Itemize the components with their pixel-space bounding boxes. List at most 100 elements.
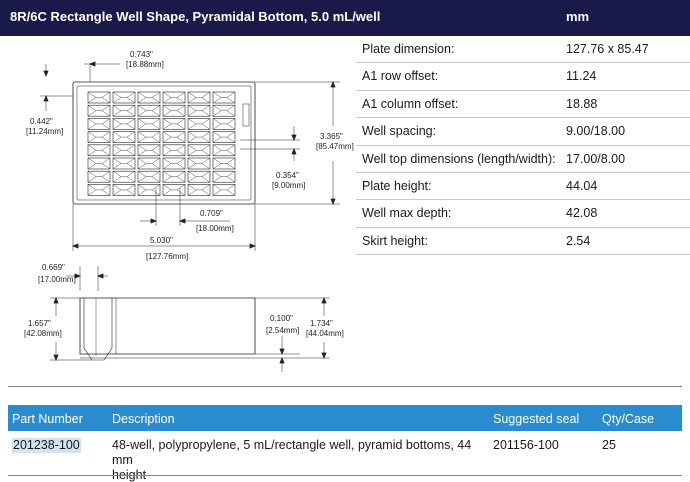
- well: [87, 170, 111, 183]
- well: [137, 184, 161, 196]
- well: [187, 184, 211, 196]
- description-line1: 48-well, polypropylene, 5 mL/rectangle w…: [112, 438, 472, 467]
- well: [212, 91, 236, 104]
- well: [112, 157, 136, 170]
- well-length-mm: [17.00mm]: [38, 275, 76, 284]
- well: [162, 104, 186, 117]
- well: [212, 144, 236, 157]
- well: [162, 170, 186, 183]
- spec-label: A1 row offset:: [362, 69, 439, 84]
- row-spacing-mm: [9.00mm]: [272, 181, 305, 190]
- plate-outline: [72, 81, 256, 205]
- spec-label: Well max depth:: [362, 206, 452, 221]
- row-spacing-in: 0.354": [276, 171, 299, 180]
- qty-per-case: 25: [602, 438, 616, 452]
- well: [137, 91, 161, 104]
- well: [187, 157, 211, 170]
- technical-drawing: 0.743" [18.88mm] 0.442" [11.24mm] 3.365"…: [0, 36, 356, 386]
- spec-row: A1 column offset: 18.88: [356, 91, 690, 119]
- spec-row: Plate height: 44.04: [356, 173, 690, 201]
- well: [87, 184, 111, 196]
- well: [112, 131, 136, 143]
- spec-value: 18.88: [566, 96, 598, 111]
- well: [87, 91, 111, 104]
- spec-row: Well spacing: 9.00/18.00: [356, 118, 690, 146]
- well: [137, 144, 161, 157]
- spec-row: Well max depth: 42.08: [356, 200, 690, 228]
- spec-value: 44.04: [566, 178, 598, 193]
- well: [112, 144, 136, 157]
- well: [187, 118, 211, 130]
- col-spacing-in: 0.709": [200, 209, 223, 218]
- plate-height-mm: [44.04mm]: [306, 329, 344, 338]
- width-mm: [127.76mm]: [146, 252, 188, 261]
- well: [187, 144, 211, 157]
- order-table-header: Part Number Description Suggested seal Q…: [8, 405, 682, 431]
- well: [187, 170, 211, 183]
- well: [212, 157, 236, 170]
- well: [162, 91, 186, 104]
- well: [137, 118, 161, 130]
- spec-value: 127.76 x 85.47: [566, 42, 649, 56]
- well: [137, 131, 161, 143]
- well: [162, 184, 186, 196]
- spec-value: 2.54: [566, 233, 591, 248]
- spec-label: Plate height:: [362, 178, 432, 193]
- plate-drawing: 0.743" [18.88mm] 0.442" [11.24mm] 3.365"…: [24, 50, 354, 372]
- well: [137, 170, 161, 183]
- spec-label: Skirt height:: [362, 233, 429, 248]
- spec-label: A1 column offset:: [362, 96, 459, 111]
- unit-label: mm: [566, 9, 590, 24]
- well: [112, 91, 136, 104]
- well: [137, 104, 161, 117]
- well-length-in: 0.669": [42, 263, 65, 272]
- well: [162, 157, 186, 170]
- spec-value: 17.00/8.00: [566, 151, 626, 166]
- well: [212, 184, 236, 196]
- well: [212, 131, 236, 143]
- col-part-number: Part Number: [12, 412, 83, 426]
- page-title: 8R/6C Rectangle Well Shape, Pyramidal Bo…: [10, 9, 381, 24]
- section-divider: [8, 386, 682, 387]
- well: [187, 91, 211, 104]
- well: [112, 184, 136, 196]
- well: [187, 131, 211, 143]
- skirt-mm: [2.54mm]: [266, 326, 299, 335]
- suggested-seal: 201156-100: [493, 438, 559, 452]
- height-in: 3.365": [320, 132, 343, 141]
- table-bottom-rule: [8, 475, 682, 476]
- row-offset-mm: [11.24mm]: [26, 127, 63, 136]
- spec-label: Well spacing:: [362, 124, 437, 139]
- skirt-in: 0.100": [270, 314, 293, 323]
- well: [112, 118, 136, 130]
- well: [87, 157, 111, 170]
- well: [187, 104, 211, 117]
- part-number[interactable]: 201238-100: [12, 438, 81, 453]
- well: [162, 118, 186, 130]
- well-grid: [87, 91, 236, 196]
- spec-row: Well top dimensions (length/width): 17.0…: [356, 146, 690, 173]
- well: [87, 131, 111, 143]
- row-offset-in: 0.442": [30, 117, 53, 126]
- plate-tab: [242, 103, 250, 127]
- depth-in: 1.657": [28, 319, 51, 328]
- well: [162, 131, 186, 143]
- well: [212, 118, 236, 130]
- well: [112, 170, 136, 183]
- side-view: [50, 266, 330, 372]
- spec-list: Plate dimension: 127.76 x 85.47 A1 row o…: [356, 36, 690, 256]
- well: [212, 170, 236, 183]
- spec-row: Plate dimension: 127.76 x 85.47: [356, 36, 690, 64]
- height-mm: [85.47mm]: [316, 142, 354, 151]
- spec-label: Plate dimension:: [362, 42, 455, 56]
- spec-row: Skirt height: 2.54: [356, 228, 690, 256]
- spec-label: Well top dimensions (length/width):: [362, 151, 556, 166]
- side-body: [79, 297, 256, 355]
- well: [112, 104, 136, 117]
- width-in: 5.030": [150, 236, 173, 245]
- well: [137, 157, 161, 170]
- top-view: [40, 61, 340, 251]
- well: [212, 104, 236, 117]
- plate-height-in: 1.734": [310, 319, 333, 328]
- col-offset-in: 0.743": [130, 50, 153, 59]
